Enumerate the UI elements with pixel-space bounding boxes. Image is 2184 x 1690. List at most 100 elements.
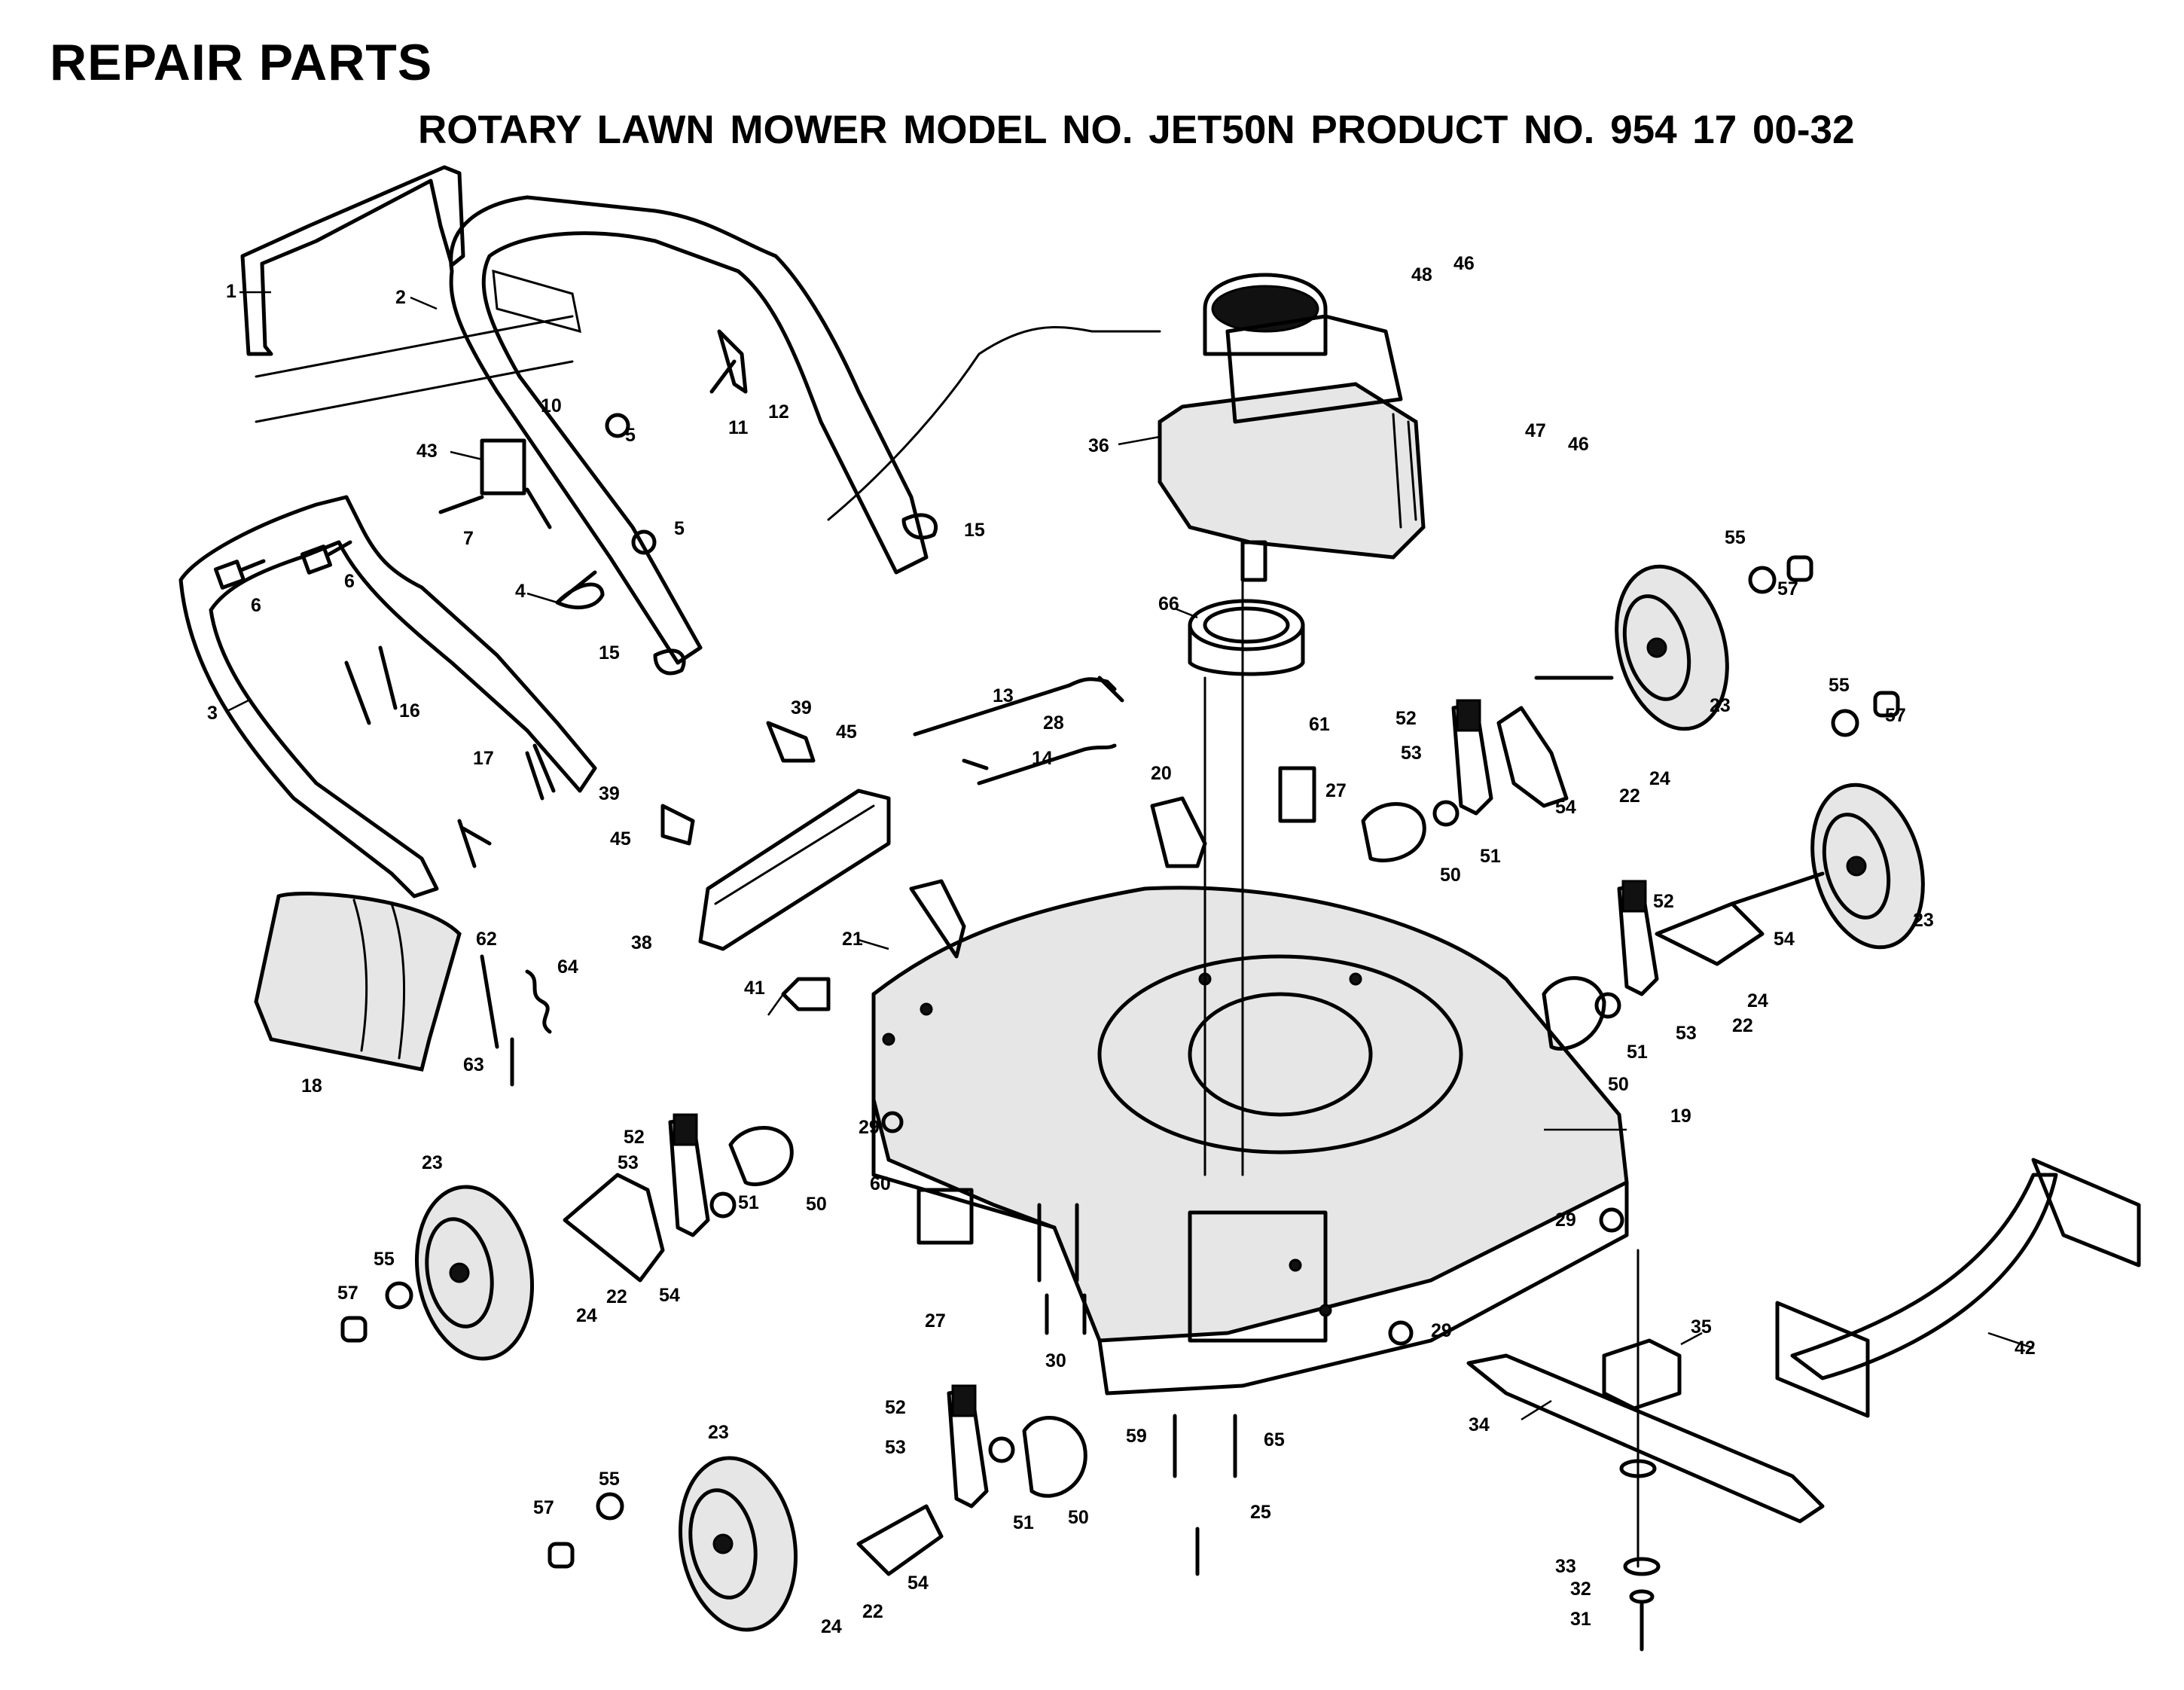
- part-label-23c: 23: [422, 1152, 443, 1173]
- part-label-50c: 50: [806, 1194, 827, 1215]
- part-label-17: 17: [473, 748, 494, 769]
- part-label-54a: 54: [1555, 797, 1576, 818]
- part-labels: 1 2 3 4 5 5 6 6 7 10 11 12 13 14 15 15 1…: [207, 253, 2036, 1637]
- part-label-42: 42: [2015, 1338, 2036, 1359]
- part-label-28: 28: [1043, 712, 1064, 734]
- part-label-43: 43: [416, 441, 438, 462]
- part-label-51c: 51: [738, 1192, 759, 1213]
- mower-deck: [871, 796, 1629, 1396]
- part-label-51a: 51: [1480, 846, 1501, 867]
- part-label-22c: 22: [606, 1286, 627, 1307]
- baffle: [1775, 1158, 2141, 1418]
- part-label-46b: 46: [1568, 434, 1589, 455]
- part-label-15a: 15: [964, 520, 985, 541]
- leader-lines: [225, 291, 2034, 1421]
- part-label-52c: 52: [624, 1127, 645, 1148]
- part-label-14: 14: [1032, 748, 1053, 769]
- part-label-52d: 52: [885, 1397, 906, 1418]
- part-label-45a: 45: [836, 721, 857, 743]
- part-label-23b: 23: [1913, 910, 1934, 931]
- main-handle: [449, 195, 929, 665]
- part-label-22b: 22: [1732, 1015, 1753, 1036]
- part-label-46a: 46: [1453, 253, 1475, 274]
- model-subtitle: ROTARY LAWN MOWER MODEL NO. JET50N PRODU…: [418, 108, 1855, 152]
- part-label-39a: 39: [791, 697, 812, 718]
- part-label-55b: 55: [1829, 675, 1850, 696]
- part-label-39b: 39: [599, 783, 620, 804]
- part-label-50a: 50: [1440, 865, 1461, 886]
- part-label-53d: 53: [885, 1437, 906, 1458]
- part-label-55a: 55: [1725, 527, 1746, 548]
- part-label-41: 41: [744, 978, 765, 999]
- grass-catcher: [254, 892, 462, 1072]
- part-label-13: 13: [993, 685, 1014, 706]
- part-label-54b: 54: [1774, 929, 1795, 950]
- part-label-61: 61: [1309, 714, 1330, 735]
- part-label-16: 16: [399, 700, 420, 721]
- part-label-53b: 53: [1676, 1023, 1697, 1044]
- part-label-57d: 57: [533, 1497, 554, 1518]
- part-label-27b: 27: [925, 1310, 946, 1332]
- part-label-21: 21: [842, 929, 863, 950]
- part-label-64: 64: [557, 956, 578, 978]
- part-label-3: 3: [207, 703, 218, 724]
- part-label-5b: 5: [674, 518, 685, 539]
- part-label-59: 59: [1126, 1426, 1147, 1447]
- misc-fasteners: [340, 555, 1900, 1576]
- part-label-2: 2: [395, 287, 406, 308]
- part-label-50b: 50: [1608, 1074, 1629, 1095]
- part-label-22a: 22: [1619, 786, 1640, 807]
- part-label-60: 60: [870, 1173, 891, 1194]
- part-label-29c: 29: [1431, 1320, 1452, 1341]
- part-label-57c: 57: [337, 1283, 358, 1304]
- part-label-66: 66: [1158, 593, 1179, 615]
- part-label-65: 65: [1264, 1429, 1285, 1451]
- spring-hardware: [480, 954, 552, 1087]
- lower-handle: [178, 495, 597, 898]
- engine: [1158, 273, 1426, 582]
- part-label-55c: 55: [374, 1249, 395, 1270]
- page-title: REPAIR PARTS: [50, 34, 433, 91]
- part-label-20: 20: [1151, 763, 1172, 784]
- part-label-30: 30: [1045, 1350, 1066, 1371]
- part-label-29b: 29: [1555, 1210, 1576, 1231]
- part-label-36: 36: [1088, 435, 1109, 456]
- part-label-1: 1: [226, 281, 236, 302]
- part-label-53c: 53: [618, 1152, 639, 1173]
- part-label-24b: 24: [1747, 990, 1768, 1011]
- part-label-54c: 54: [659, 1285, 680, 1306]
- part-label-27a: 27: [1325, 780, 1347, 801]
- part-label-31: 31: [1570, 1609, 1591, 1630]
- part-label-24d: 24: [821, 1616, 842, 1637]
- part-label-19: 19: [1670, 1106, 1691, 1127]
- part-label-38: 38: [631, 932, 652, 953]
- part-label-10: 10: [541, 395, 562, 416]
- part-label-25: 25: [1250, 1502, 1271, 1523]
- wheel-rear-right-upper: [1615, 564, 1729, 731]
- part-label-29a: 29: [859, 1117, 880, 1138]
- part-label-63: 63: [463, 1054, 484, 1075]
- part-label-50d: 50: [1068, 1507, 1089, 1528]
- height-adjust-rods: [913, 676, 1124, 786]
- part-label-48: 48: [1411, 264, 1432, 285]
- part-label-6b: 6: [344, 571, 355, 592]
- part-label-23a: 23: [1710, 695, 1731, 716]
- part-label-55d: 55: [599, 1469, 620, 1490]
- part-label-52a: 52: [1396, 708, 1417, 729]
- part-label-5a: 5: [625, 425, 636, 446]
- height-adjusters: [563, 676, 1825, 1576]
- part-label-11: 11: [728, 417, 749, 438]
- part-label-24c: 24: [576, 1305, 597, 1326]
- upper-handle-bar: [240, 165, 574, 423]
- part-label-57a: 57: [1777, 578, 1798, 599]
- part-label-23d: 23: [708, 1422, 729, 1443]
- part-label-33: 33: [1555, 1556, 1576, 1577]
- part-label-35: 35: [1691, 1316, 1712, 1338]
- part-label-7: 7: [463, 528, 474, 549]
- part-label-32: 32: [1570, 1579, 1591, 1600]
- part-label-52b: 52: [1653, 891, 1674, 912]
- part-label-51b: 51: [1627, 1042, 1648, 1063]
- blade-assembly: [1466, 1249, 1825, 1652]
- part-label-62: 62: [476, 929, 497, 950]
